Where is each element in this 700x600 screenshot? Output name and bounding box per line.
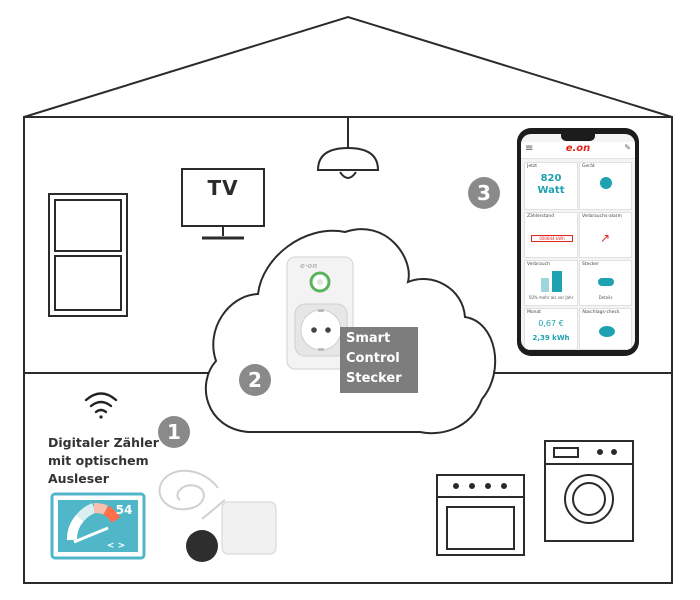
oven-icon (436, 474, 525, 556)
month-cost-value: 0,67 € (538, 319, 564, 328)
history-bar-small (541, 278, 549, 292)
tile-month[interactable]: Monat 0,67 € 2,39 kWh (524, 308, 578, 350)
tile-consumption-history[interactable]: Verbrauch 50% mehr als vor Jahr (524, 260, 578, 306)
app-screen: ≡ e.on ✎ Jetzt 820 Watt Gerät Zählerstan… (521, 134, 635, 350)
tile-current-power-title: Jetzt (527, 164, 537, 169)
smart-plug-caption: Smart Control Stecker (340, 327, 418, 393)
meter-display-value: 54 (115, 503, 133, 517)
edit-icon[interactable]: ✎ (624, 143, 631, 152)
toggle-switch[interactable] (598, 278, 614, 286)
tile-meter-reading[interactable]: Zählerstand 000844 kWh (524, 212, 578, 258)
smart-plug-caption-line-3: Stecker (346, 371, 402, 386)
tile-consumption-alarm-title: Verbrauchs-alarm (582, 214, 622, 219)
smart-plug-illustration: e·on (286, 256, 354, 370)
plug-switch-note: Details (598, 295, 613, 300)
current-power-unit: Watt (537, 185, 565, 196)
meter-label-line-2: mit optischem (48, 453, 149, 468)
smartphone: ≡ e.on ✎ Jetzt 820 Watt Gerät Zählerstan… (517, 128, 639, 356)
app-header: ≡ e.on ✎ (521, 142, 635, 159)
tile-meter-reading-title: Zählerstand (527, 214, 555, 219)
meter-reading-value: 000844 kWh (531, 235, 573, 242)
piggy-bank-icon (599, 326, 615, 337)
meter-label-line-1: Digitaler Zähler (48, 435, 159, 450)
history-bar-large (552, 271, 562, 292)
power-button-icon (600, 177, 612, 189)
tile-month-title: Monat (527, 310, 542, 315)
step-number-1: 1 (167, 420, 181, 444)
tile-invoice-check[interactable]: Abschlags-check (579, 308, 632, 350)
meter-label-line-3: Ausleser (48, 471, 109, 486)
tile-current-power[interactable]: Jetzt 820 Watt (524, 162, 578, 210)
history-note: 50% mehr als vor Jahr (528, 295, 574, 300)
tile-plug-switch[interactable]: Stecker Details (579, 260, 632, 306)
ceiling-lamp-icon (316, 117, 380, 179)
washing-machine-icon (544, 440, 634, 542)
step-badge-1: 1 (158, 416, 190, 448)
meter-display-arrows: < > (106, 541, 126, 551)
current-power-value: 820 (540, 173, 562, 184)
tile-device-title: Gerät (582, 164, 595, 169)
tile-invoice-check-title: Abschlags-check (582, 310, 620, 315)
tile-device[interactable]: Gerät (579, 162, 632, 210)
step-number-2: 2 (248, 368, 262, 392)
step-badge-2: 2 (239, 364, 271, 396)
month-energy-value: 2,39 kWh (532, 334, 570, 342)
app-logo: e.on (565, 143, 591, 154)
meter-label: Digitaler Zähler mit optischem Ausleser (48, 434, 198, 488)
phone-notch (561, 134, 595, 141)
tile-consumption-alarm[interactable]: Verbrauchs-alarm ↗ (579, 212, 632, 258)
smart-plug-caption-line-1: Smart (346, 331, 391, 346)
trend-arrow-icon: ↗ (600, 231, 611, 245)
step-number-3: 3 (477, 181, 491, 205)
wifi-icon (84, 392, 118, 419)
meter-display (50, 492, 146, 560)
hamburger-icon[interactable]: ≡ (525, 143, 534, 154)
optical-reader-device (158, 469, 277, 562)
window-icon (48, 193, 128, 317)
svg-text:e·on: e·on (300, 262, 317, 270)
smart-plug-caption-line-2: Control (346, 351, 400, 366)
step-badge-3: 3 (468, 177, 500, 209)
tile-consumption-history-title: Verbrauch (527, 262, 550, 267)
roof (23, 15, 673, 118)
tile-plug-switch-title: Stecker (582, 262, 599, 267)
tv-label: TV (207, 176, 239, 200)
tv-icon (181, 168, 265, 240)
